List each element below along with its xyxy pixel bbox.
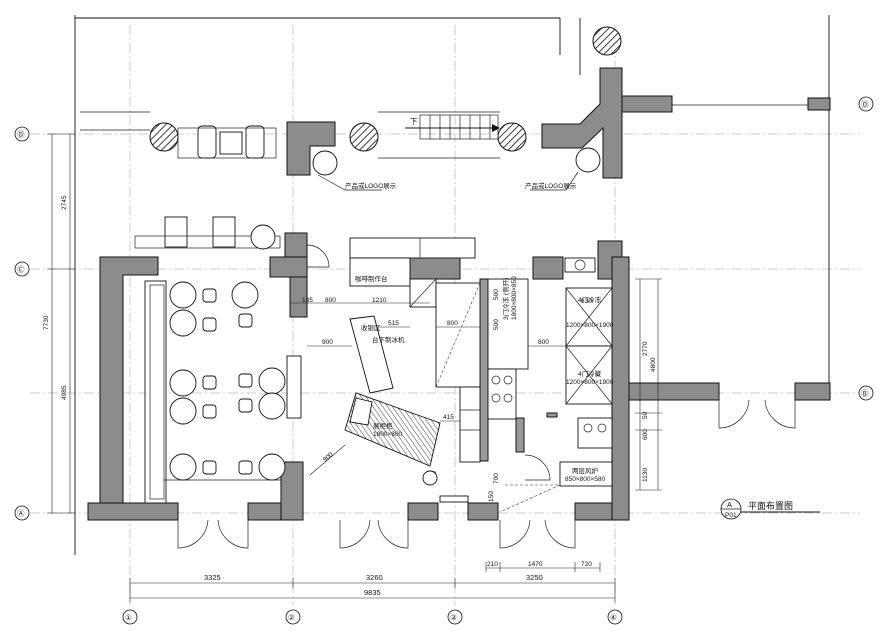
axis-1: ①: [125, 613, 132, 622]
column-4: [592, 26, 622, 56]
display-case-label: 展柜柜: [373, 421, 393, 430]
dim-500-a: 500: [493, 289, 500, 300]
column-2: [349, 122, 379, 152]
display-case-size: 1800×800: [373, 431, 402, 438]
dim-900-diag: 900: [322, 451, 335, 464]
dimensions-left: 2745 7730 4985: [43, 133, 75, 514]
site-boundary: [74, 15, 830, 555]
drawing-title-text: 平面布置图: [748, 500, 793, 511]
drawing-title: A P01 平面布置图: [720, 498, 820, 520]
dim-500-b: 500: [493, 319, 500, 330]
dim-bot-1470: 1470: [528, 561, 543, 568]
dim-right-1130: 1130: [642, 468, 649, 482]
terrace: 下 产品或LOGO展示 产品或LOGO展示: [149, 26, 831, 191]
logo-right-label: 产品或LOGO展示: [525, 181, 577, 190]
oven-label: 两层风炉: [572, 466, 599, 475]
cashier-label: 收银区: [361, 323, 381, 332]
column-3: [497, 122, 527, 152]
title-ref-sheet: P01: [725, 512, 737, 519]
dim-800-top: 800: [325, 297, 336, 304]
freezer-4door-b-label: 4门冷藏: [578, 369, 602, 378]
ice-machine-label: 台下制冰机: [372, 335, 405, 344]
axis-4: ④: [610, 613, 617, 622]
dim-left-2745: 2745: [61, 195, 68, 210]
building-walls: [87, 232, 831, 521]
title-ref-letter: A: [727, 500, 732, 509]
dim-1210: 1210: [372, 297, 387, 304]
column-1: [149, 122, 179, 152]
freezer-4door-a-label: 4门冷冻: [578, 295, 602, 304]
dim-800-mid: 800: [447, 320, 458, 327]
coffee-counter-label: 咖啡制作台: [355, 274, 388, 283]
axis-bubbles: ① ② ③ ④ Ⓓ Ⓒ Ⓐ Ⓓ Ⓑ: [14, 96, 874, 625]
seating-area: [144, 280, 302, 504]
dim-bot-3250: 3250: [526, 573, 543, 582]
axis-3: ③: [450, 613, 457, 622]
stair-down-label: 下: [410, 117, 418, 126]
freezer-3door-size: 1800×800×850: [511, 276, 518, 320]
axis-A-left: Ⓐ: [17, 509, 25, 518]
dim-bot-3325: 3325: [204, 573, 221, 582]
dim-right-50: 50: [642, 411, 649, 419]
freezer-4door-a-size: 1200×800×1900: [566, 322, 614, 329]
axis-D-right: Ⓓ: [861, 100, 869, 109]
doors: [177, 244, 796, 549]
dim-150: 150: [488, 491, 495, 502]
axis-D-left: Ⓓ: [17, 130, 25, 139]
dim-900: 900: [322, 339, 333, 346]
dim-right-4800: 4800: [650, 357, 657, 372]
dim-415: 415: [443, 414, 454, 421]
dim-bot-9835: 9835: [364, 588, 381, 597]
dim-left-7730: 7730: [43, 315, 50, 330]
dim-bot-3260: 3260: [366, 573, 383, 582]
dim-700: 700: [493, 473, 500, 484]
dim-800-right: 800: [538, 339, 549, 346]
axis-C-left: Ⓒ: [17, 265, 25, 274]
outdoor-bar: [134, 216, 281, 250]
logo-left-label: 产品或LOGO展示: [345, 181, 397, 190]
dim-left-4985: 4985: [61, 385, 68, 400]
dim-right-600: 600: [642, 429, 649, 440]
dim-bot-210: 210: [487, 561, 498, 568]
freezer-3door-label: 3门冷冻 (侧开): [501, 278, 510, 320]
oven-size: 850×800×580: [565, 476, 606, 483]
counter-zone: 咖啡制作台 收银区 台下制冰机 展柜柜 1800×800: [344, 237, 481, 467]
axis-2: ②: [288, 613, 295, 622]
freezer-4door-b-size: 1200×800×1900: [566, 379, 614, 386]
dim-bot-720: 720: [581, 561, 592, 568]
axis-B-right: Ⓑ: [861, 389, 869, 398]
kitchen: 3门冷冻 (侧开) 1800×800×850 4门冷冻 1200×800×190…: [487, 257, 614, 487]
dim-830: 830: [581, 298, 592, 305]
dim-135: 135: [302, 297, 313, 304]
dim-515: 515: [388, 320, 399, 327]
dim-right-2770: 2770: [642, 341, 649, 356]
dimensions-bottom: 3325 3260 3250 9835 210 1470 720: [129, 561, 616, 602]
dimensions-right: 2770 4800 50 600 1130: [635, 278, 662, 491]
